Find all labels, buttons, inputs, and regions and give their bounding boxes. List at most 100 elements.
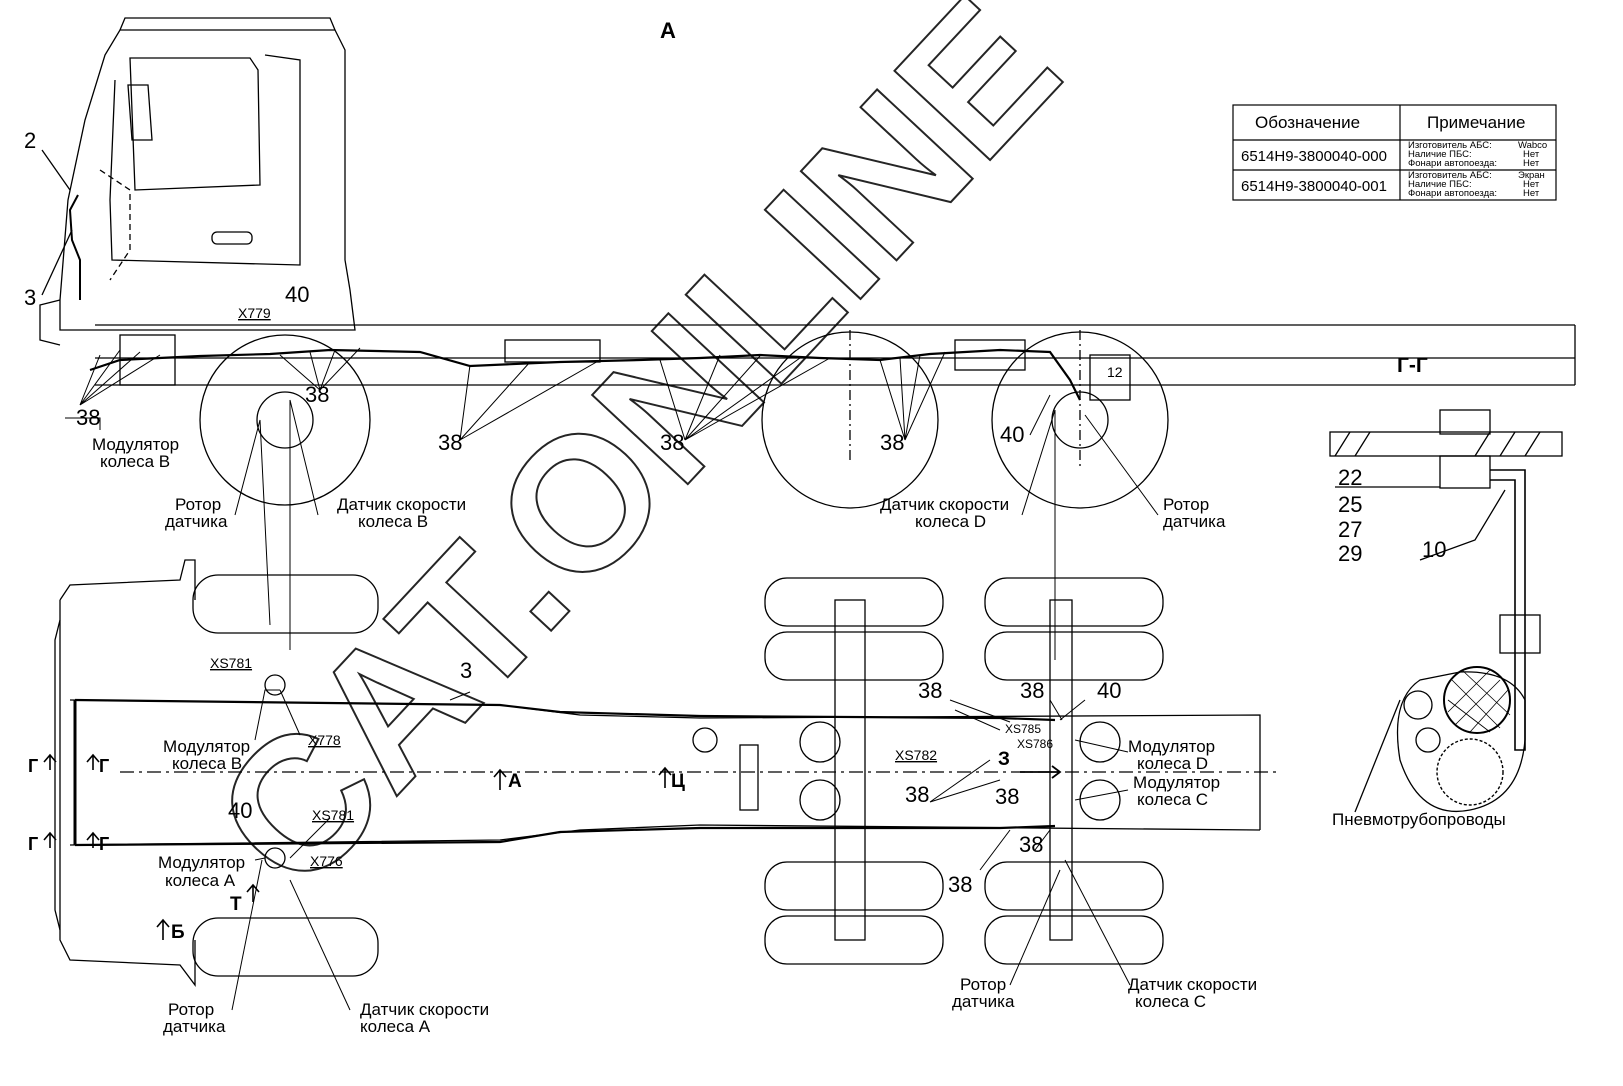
frame-plan-bottom — [69, 824, 1261, 846]
leader-3 — [41, 229, 73, 296]
cab-cable-dash — [99, 169, 131, 281]
xs785: XS785 — [1005, 722, 1041, 736]
rotor-plan-left-1: Ротор — [168, 1000, 214, 1019]
x778: X778 — [308, 732, 341, 748]
cab-bumper — [39, 299, 61, 346]
callout-38-d: 38 — [660, 430, 684, 455]
table-row-1-note-3a: Фонари автопоезда: — [1408, 158, 1497, 169]
callout-27: 27 — [1338, 517, 1362, 542]
callout-38-plan-c: 38 — [905, 782, 929, 807]
sensor-c-2: колеса С — [1135, 992, 1206, 1011]
pipe-large-2 — [1436, 738, 1504, 806]
axle-2 — [1049, 599, 1073, 941]
harness-side — [89, 348, 1081, 401]
leader-2 — [41, 149, 71, 191]
rotor-plan-right-1: Ротор — [960, 975, 1006, 994]
watermark: CAT.ONLINE — [174, 0, 1099, 929]
front-wheel-right — [192, 917, 379, 977]
sensor-d-1: Датчик скорости — [880, 495, 1009, 514]
axle-1 — [834, 599, 866, 941]
table-header-code: Обозначение — [1255, 113, 1360, 132]
callout-38-plan-a: 38 — [918, 678, 942, 703]
cab-outline — [59, 29, 356, 331]
modulator-c-1: Модулятор — [1133, 773, 1220, 792]
callout-25: 25 — [1338, 492, 1362, 517]
chamber-4 — [1079, 779, 1121, 821]
watermark-text: CAT.ONLINE — [175, 0, 1098, 928]
table-row-2-note-3b: Нет — [1523, 188, 1540, 199]
spec-table — [1232, 104, 1557, 201]
pipe-small-1 — [1403, 690, 1433, 720]
pneumo-label: Пневмотрубопроводы — [1332, 810, 1506, 829]
rotor-side-left-2: датчика — [165, 512, 228, 531]
leader-pneumo — [1354, 699, 1401, 813]
callout-12: 12 — [1107, 364, 1123, 380]
xs781-top: XS781 — [210, 655, 252, 671]
section-gg — [1329, 409, 1563, 813]
mark-g-3: Г — [28, 834, 38, 854]
clamp — [1396, 671, 1526, 812]
chamber-2 — [799, 779, 841, 821]
front-wheel-left — [192, 574, 379, 634]
cab-plan — [59, 559, 196, 987]
xs786: XS786 — [1017, 737, 1053, 751]
front-bracket — [119, 334, 176, 386]
modulator-d-2: колеса D — [1137, 754, 1208, 773]
bracket-bolt — [1499, 614, 1541, 654]
chamber-3 — [1079, 721, 1121, 763]
leaders-rotor-sensor — [234, 399, 1159, 660]
harness-plan-bottom — [74, 824, 1056, 847]
cab-door — [109, 54, 301, 266]
sensor-b-2: колеса В — [358, 512, 428, 531]
rotor-plan-right-2: датчика — [952, 992, 1015, 1011]
callout-38-a: 38 — [76, 405, 100, 430]
front-wheel — [199, 334, 371, 506]
leaders-38-side — [65, 347, 1051, 441]
callout-38-plan-f: 38 — [948, 872, 972, 897]
texts: А Г-Г Обозначение Примечание 6514Н9-3800… — [24, 18, 1547, 1036]
table-row-1-note-2b: Нет — [1523, 149, 1540, 160]
table-header-notes: Примечание — [1427, 113, 1525, 132]
callout-40-side: 40 — [285, 282, 309, 307]
mark-g-4: Г — [99, 834, 109, 854]
callout-10: 10 — [1422, 537, 1446, 562]
section-title: Г-Г — [1397, 354, 1428, 377]
pipe-small-2 — [1415, 727, 1441, 753]
rear-tyres — [764, 577, 1164, 965]
mark-b: Б — [171, 922, 185, 943]
table-row-2-note-2a: Наличие ПБС: — [1408, 179, 1472, 190]
modulator-b-plan-2: колеса В — [172, 754, 242, 773]
modulator-d-1: Модулятор — [1128, 737, 1215, 756]
bolt-nut — [1439, 455, 1491, 489]
callout-x779: X779 — [238, 305, 271, 321]
table-row-2-note-1b: Экран — [1518, 170, 1545, 181]
mid-tank — [504, 339, 601, 363]
modulator-b-side-2: колеса В — [100, 452, 170, 471]
callout-38-plan-b: 38 — [1020, 678, 1044, 703]
callout-38-plan-e: 38 — [1019, 832, 1043, 857]
tank-ts — [692, 727, 718, 753]
chamber-1 — [799, 721, 841, 763]
modulator-a-1: Модулятор — [158, 853, 245, 872]
mark-g-1: Г — [28, 756, 38, 776]
arrow-z — [1020, 765, 1062, 779]
callout-3-side: 3 — [24, 285, 36, 310]
cab-cable — [68, 194, 81, 300]
mark-g-2: Г — [99, 756, 109, 776]
callout-40-plan-left: 40 — [228, 798, 252, 823]
table-row-1-code: 6514Н9-3800040-000 — [1241, 148, 1387, 165]
x776: X776 — [310, 853, 343, 869]
mark-z: З — [998, 749, 1010, 770]
bracket — [1490, 469, 1526, 751]
view-arrows — [43, 753, 672, 940]
sensor-c-1: Датчик скорости — [1128, 975, 1257, 994]
rotor-plan-left-2: датчика — [163, 1017, 226, 1036]
receiver — [739, 744, 759, 811]
rotor-side-right-1: Ротор — [1163, 495, 1209, 514]
modulator-c-2: колеса С — [1137, 790, 1208, 809]
callout-38-plan-d: 38 — [995, 784, 1019, 809]
table-row-1-note-3b: Нет — [1523, 158, 1540, 169]
table-row-2-note-1a: Изготовитель АБС: — [1408, 170, 1492, 181]
sensor-a-2: колеса А — [360, 1017, 431, 1036]
cab-window — [129, 57, 261, 191]
